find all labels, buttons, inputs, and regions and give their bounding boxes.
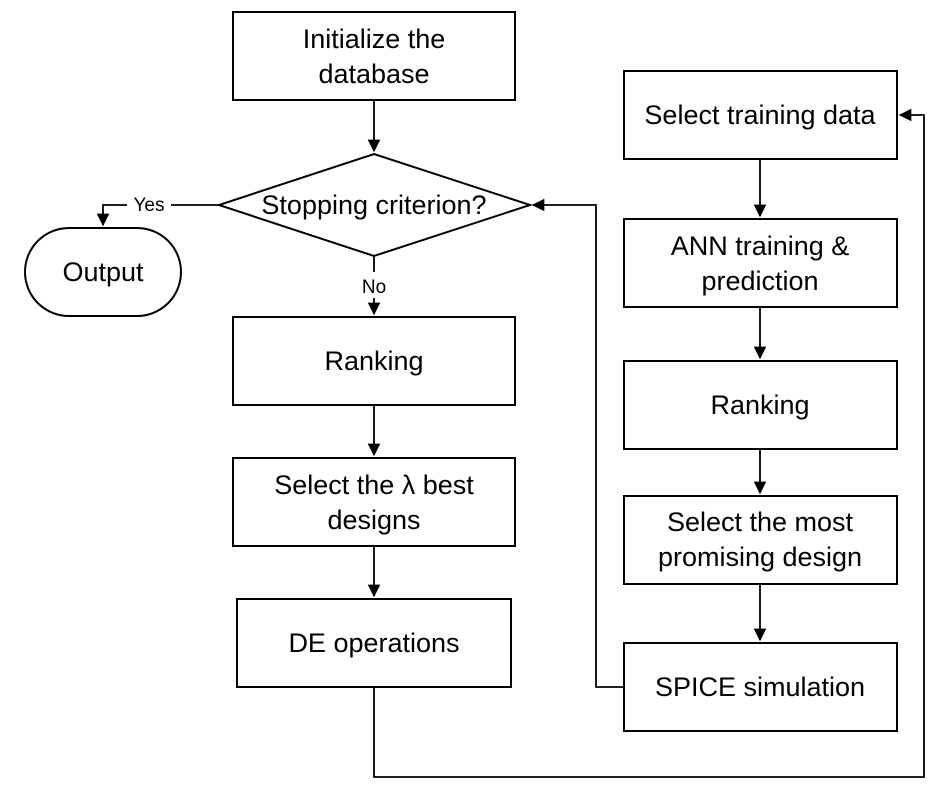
arrow-stop-to-output: [96, 204, 219, 227]
de-operations-box: DE operations: [236, 598, 512, 688]
output-label: Output: [62, 257, 144, 287]
ranking-left-label: Ranking: [324, 346, 423, 376]
arrow-de-to-training: [373, 108, 925, 778]
select-best-designs-box: Select the λ best designs: [232, 457, 516, 547]
select-training-data-label: Select training data: [644, 100, 876, 130]
select-best-designs-line1: Select the λ best: [274, 470, 474, 500]
select-best-designs-line2: designs: [327, 505, 420, 535]
yes-label-bg: [127, 193, 171, 217]
initialize-database-line1: Initialize the: [303, 24, 446, 54]
initialize-database-line2: database: [318, 59, 429, 89]
promising-design-box: Select the most promising design: [623, 495, 898, 585]
stopping-criterion-diamond: Stopping criterion?: [215, 152, 534, 258]
promising-design-line1: Select the most: [667, 507, 854, 537]
output-terminal: Output: [24, 227, 182, 317]
no-label-bg: [356, 272, 394, 298]
de-operations-label: DE operations: [288, 628, 459, 658]
select-training-data-box: Select training data: [623, 70, 898, 160]
ann-training-line1: ANN training &: [671, 231, 850, 261]
ranking-right-label: Ranking: [710, 390, 809, 420]
no-label: No: [362, 277, 386, 298]
yes-label: Yes: [134, 195, 165, 216]
promising-design-line2: promising design: [658, 542, 862, 572]
arrow-spice-to-stop: [531, 198, 624, 688]
spice-simulation-label: SPICE simulation: [655, 672, 865, 702]
ann-training-line2: prediction: [701, 266, 818, 296]
stopping-criterion-label: Stopping criterion?: [261, 190, 486, 220]
initialize-database-box: Initialize the database: [232, 11, 516, 101]
ranking-right-box: Ranking: [623, 360, 898, 450]
spice-simulation-box: SPICE simulation: [623, 642, 898, 732]
ann-training-box: ANN training & prediction: [623, 218, 898, 308]
ranking-left-box: Ranking: [232, 316, 516, 406]
